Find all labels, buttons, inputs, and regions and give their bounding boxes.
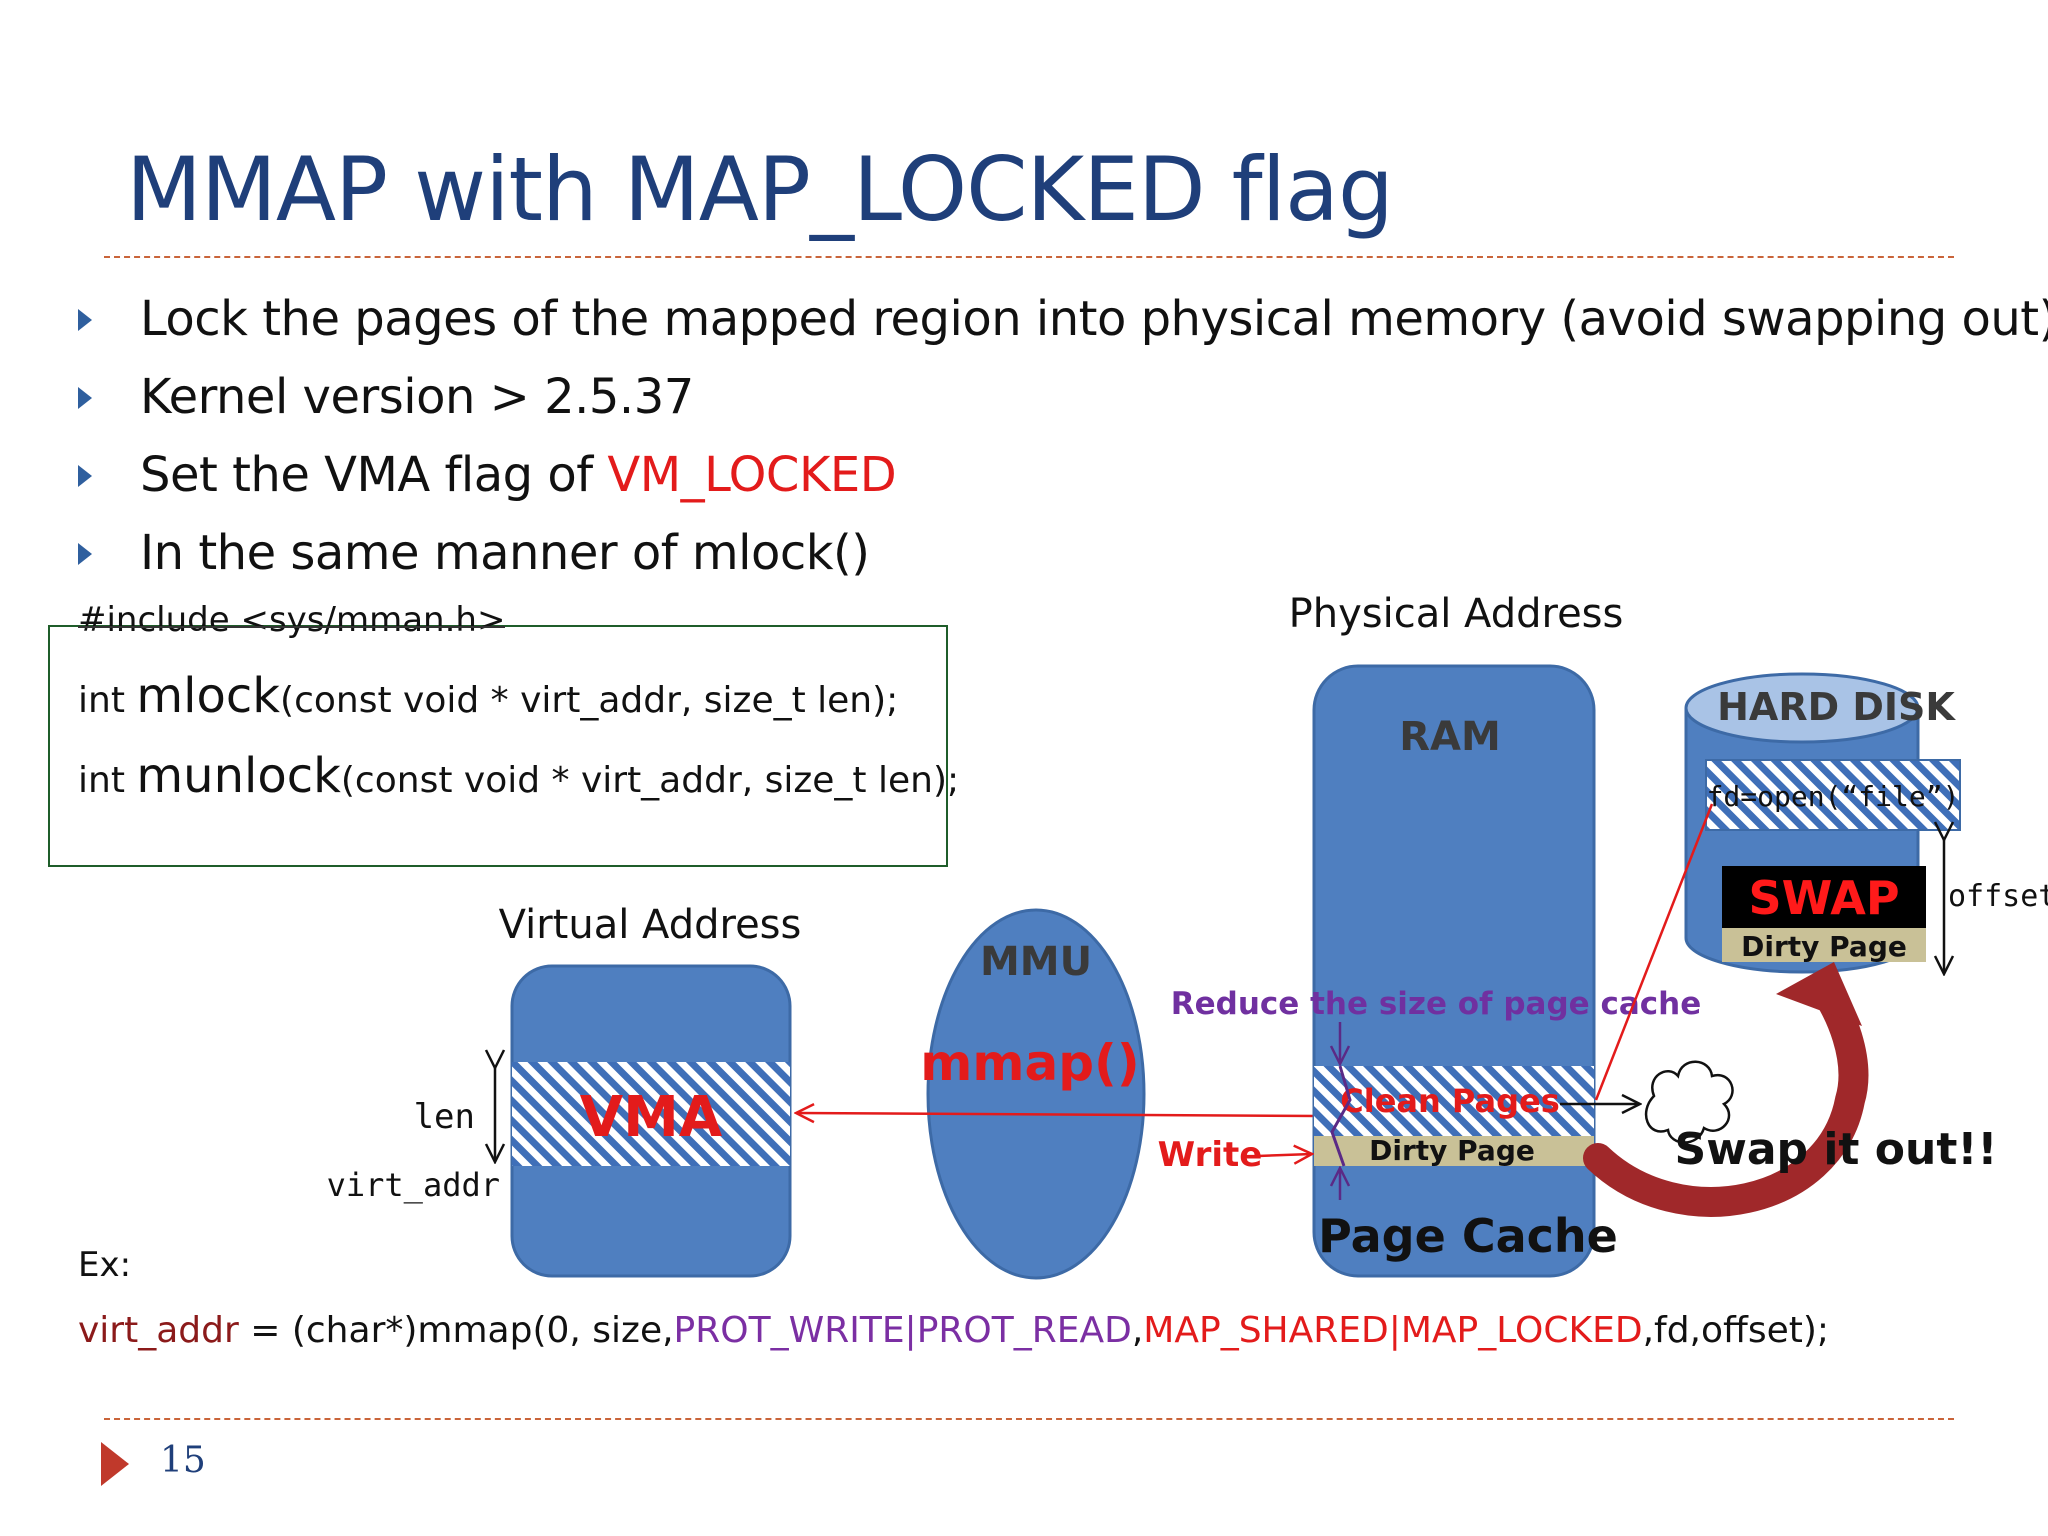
- bullet-item: Lock the pages of the mapped region into…: [78, 280, 2048, 358]
- len-label: len: [414, 1097, 475, 1137]
- vm-locked-highlight: VM_LOCKED: [607, 447, 897, 503]
- swap-out-arrowhead: [1776, 962, 1862, 1026]
- swap-out-arrow: [1583, 971, 1869, 1217]
- slide-title: MMAP with MAP_LOCKED flag: [126, 138, 1394, 241]
- bullet-list: Lock the pages of the mapped region into…: [78, 280, 2048, 592]
- mmap-arrow: [796, 1113, 1319, 1116]
- bullet-arrow-icon: [78, 387, 92, 409]
- reduce-page-cache-label: Reduce the size of page cache: [1171, 986, 1701, 1022]
- mmu-ellipse: [926, 908, 1146, 1280]
- fd-open-label: fd=open(“file”): [1707, 780, 1960, 813]
- bullet-item: Kernel version > 2.5.37: [78, 358, 2048, 436]
- swap-dirty-page-label: Dirty Page: [1741, 930, 1907, 963]
- virtual-address-label: Virtual Address: [499, 902, 802, 948]
- ram-label: RAM: [1399, 714, 1501, 760]
- swap-box: [1722, 866, 1926, 928]
- mmap-label: mmap(): [920, 1034, 1139, 1092]
- bullet-item: In the same manner of mlock(): [78, 514, 2048, 592]
- swap-dirty-region: [1722, 928, 1926, 962]
- shrink-zigzag: [1330, 1065, 1352, 1167]
- file-backing-line: [1594, 803, 1714, 1101]
- virt-addr-label: virt_addr: [327, 1166, 500, 1204]
- include-line: #include <sys/mman.h>: [78, 600, 506, 640]
- page-number: 15: [160, 1440, 206, 1481]
- offset-label: offset: [1948, 879, 2048, 914]
- write-arrow: [1257, 1154, 1312, 1156]
- swap-out-label: Swap it out!!: [1675, 1124, 1998, 1175]
- example-label: Ex:: [78, 1245, 132, 1285]
- vma-label: VMA: [580, 1085, 723, 1150]
- hard-disk-label: HARD DISK: [1717, 685, 1956, 729]
- bullet-arrow-icon: [78, 543, 92, 565]
- clean-pages-label: Clean Pages: [1340, 1082, 1560, 1120]
- write-label: Write: [1158, 1135, 1263, 1175]
- bullet-arrow-icon: [78, 309, 92, 331]
- dirty-page-region: [1314, 1136, 1594, 1166]
- mlock-prototype: int mlock(const void * virt_addr, size_t…: [78, 668, 899, 724]
- bullet-item: Set the VMA flag of VM_LOCKED: [78, 436, 2048, 514]
- mmu-label: MMU: [980, 939, 1092, 985]
- hard-disk-top: [1684, 672, 1920, 744]
- title-divider: [104, 256, 1954, 258]
- munlock-prototype: int munlock(const void * virt_addr, size…: [78, 748, 960, 804]
- physical-address-label: Physical Address: [1289, 591, 1624, 637]
- bullet-arrow-icon: [78, 465, 92, 487]
- vma-region: [512, 1062, 790, 1166]
- page-arrow-icon: [101, 1442, 129, 1486]
- swap-label: SWAP: [1748, 871, 1899, 925]
- footer-divider: [104, 1418, 1954, 1420]
- example-code: virt_addr = (char*)mmap(0, size,PROT_WRI…: [78, 1310, 1830, 1351]
- discard-cloud-icon: [1644, 1060, 1734, 1144]
- dirty-page-label: Dirty Page: [1369, 1134, 1535, 1167]
- clean-pages-region: [1314, 1066, 1594, 1136]
- file-region: [1705, 759, 1961, 831]
- page-cache-label: Page Cache: [1318, 1209, 1618, 1263]
